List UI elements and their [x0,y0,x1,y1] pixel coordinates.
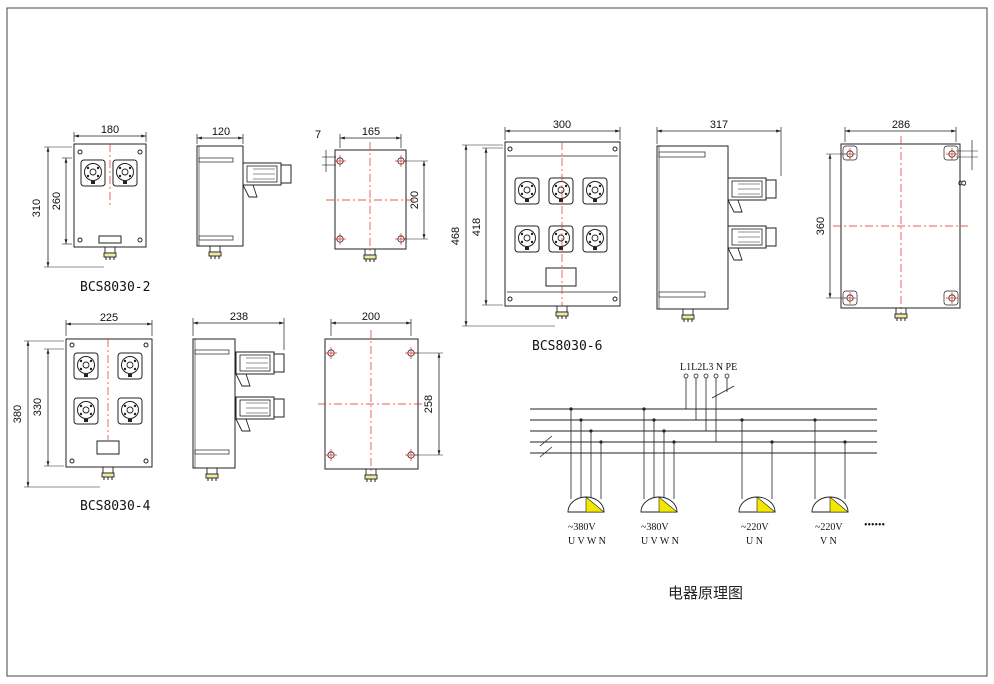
bcs8030-2-depth-dim: 120 [212,126,230,138]
bcs8030-6-front-view: 300 468 418 BCS8030-6 [450,119,621,354]
bcs8030-6-inner-height-dim: 418 [471,218,483,236]
bcs8030-2-outer-height-dim: 310 [31,199,43,217]
bcs8030-4-label: BCS8030-4 [80,499,151,514]
electrical-schematic: L1L2L3 N PE ~380V U V W N ~380V [530,362,885,602]
outlet-3-voltage: ~220V [741,522,769,533]
outlet-2-voltage: ~380V [641,522,669,533]
bcs8030-2-hole-spacing-dim: 165 [362,126,380,138]
outlet-1-terminals: U V W N [568,536,606,547]
outlet-2-terminals: U V W N [641,536,679,547]
bcs8030-6-outer-height-dim: 468 [450,227,462,245]
outlet-4-terminals: V N [820,536,837,547]
bcs8030-4-width-dim: 225 [100,312,118,324]
bcs8030-4-front-view: 225 380 330 BCS8030-4 [12,312,153,514]
bus-labels: L1L2L3 N PE [680,362,737,373]
bcs8030-4-outer-height-dim: 380 [12,405,24,423]
bcs8030-6-hole-offset-dim: 8 [957,180,969,186]
bcs8030-4-hole-height-dim: 258 [423,395,435,413]
schematic-title: 电器原理图 [668,584,743,602]
bcs8030-2-inner-height-dim: 260 [51,192,63,210]
bcs8030-6-side-view: 317 [656,119,782,323]
outlet-4-voltage: ~220V [815,522,843,533]
continuation-dots: •••••• [864,520,885,531]
bcs8030-2-label: BCS8030-2 [80,280,150,295]
bcs8030-4-hole-spacing-dim: 200 [362,311,380,323]
bcs8030-4-depth-dim: 238 [230,311,248,323]
bcs8030-6-hole-height-dim: 360 [815,217,827,235]
bcs8030-6-back-view: 286 360 8 [815,119,978,322]
bcs8030-6-depth-dim: 317 [710,119,728,131]
outlet-1-voltage: ~380V [568,522,596,533]
bcs8030-6-width-dim: 300 [553,119,571,131]
bcs8030-2-back-view: 165 7 200 [315,126,428,263]
bcs8030-6-hole-spacing-dim: 286 [892,119,910,131]
bcs8030-2-width-dim: 180 [101,124,119,136]
bcs8030-4-inner-height-dim: 330 [32,398,44,416]
bcs8030-2-side-view: 120 [196,126,292,260]
outlet-3-terminals: U N [746,536,763,547]
bcs8030-2-hole-height-dim: 200 [409,191,421,209]
bcs8030-4-side-view: 238 [192,311,285,482]
sheet-border [6,7,988,677]
bcs8030-2-hole-offset-dim: 7 [315,129,321,141]
bcs8030-4-back-view: 200 258 [318,311,443,483]
bcs8030-2-front-view: 180 310 260 BCS8030-2 [31,124,150,295]
bcs8030-6-label: BCS8030-6 [532,339,602,354]
